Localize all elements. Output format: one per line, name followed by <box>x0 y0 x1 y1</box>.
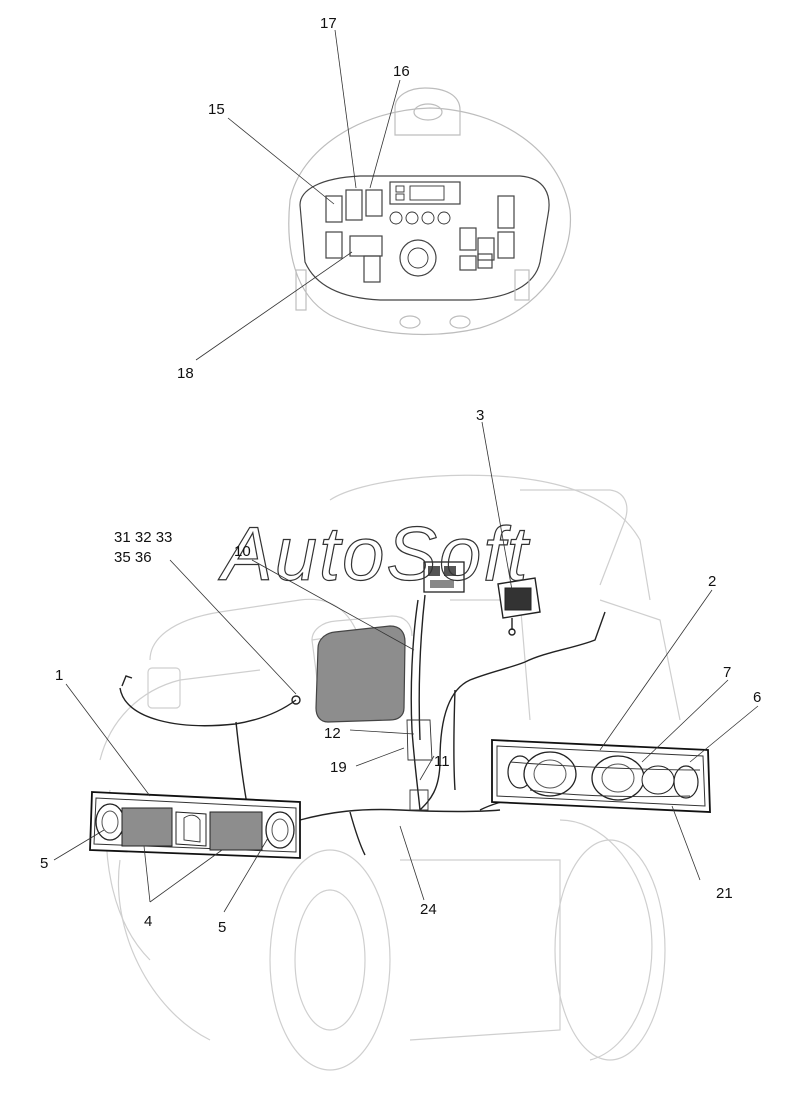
ceiling-control-panel <box>288 87 572 336</box>
callout-7: 7 <box>723 664 731 681</box>
callout-2: 2 <box>708 573 716 590</box>
callout-1: 1 <box>55 667 63 684</box>
callout-15: 15 <box>208 101 225 118</box>
work-lamp <box>497 577 541 636</box>
callout-4: 4 <box>144 913 152 930</box>
callout-19: 19 <box>330 759 347 776</box>
callout-3: 3 <box>476 407 484 424</box>
autosoft-watermark: AutoSoft <box>218 512 530 597</box>
bottom-leader-lines <box>53 421 759 913</box>
callout-21: 21 <box>716 885 733 902</box>
callout-5-right: 5 <box>218 919 226 936</box>
left-light-bar <box>89 791 301 859</box>
callout-10: 10 <box>234 543 251 560</box>
cab-window <box>315 625 406 723</box>
callout-5-left: 5 <box>40 855 48 872</box>
callout-18: 18 <box>177 365 194 382</box>
callout-6: 6 <box>753 689 761 706</box>
right-light-bar <box>491 739 711 813</box>
top-leader-lines <box>195 29 401 361</box>
callout-12: 12 <box>324 725 341 742</box>
callout-31-32-33: 31 32 33 <box>114 529 172 546</box>
callout-17: 17 <box>320 15 337 32</box>
callout-24: 24 <box>420 901 437 918</box>
callout-11: 11 <box>434 753 450 770</box>
connector-block <box>423 561 465 593</box>
callout-16: 16 <box>393 63 410 80</box>
wiring-harness <box>119 594 606 856</box>
callout-35-36: 35 36 <box>114 549 152 566</box>
